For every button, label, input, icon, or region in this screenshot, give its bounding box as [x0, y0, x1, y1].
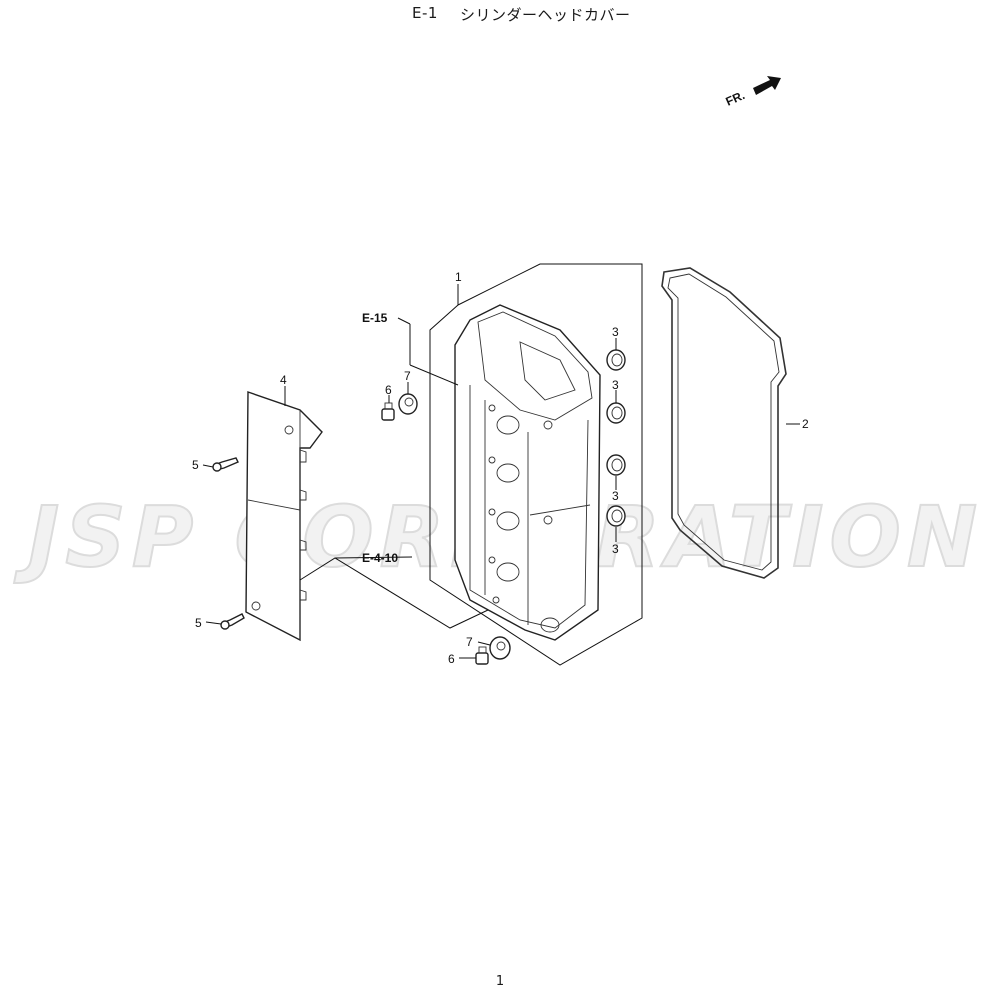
- section-code: E-1: [412, 4, 438, 22]
- cover-gasket: [661, 267, 787, 579]
- ref-e4-10[interactable]: E-4-10: [362, 551, 398, 565]
- section-title: シリンダーヘッドカバー: [460, 6, 631, 24]
- assembly-bracket: [429, 263, 643, 666]
- callout-7b: 7: [466, 635, 473, 649]
- cover-grommet-lower: [489, 636, 511, 660]
- callout-4: 4: [280, 373, 287, 387]
- page-number: 1: [495, 974, 505, 989]
- callout-7a: 7: [404, 369, 411, 383]
- callout-3c: 3: [612, 489, 619, 503]
- cover-bolt-lower: [475, 646, 489, 665]
- side-cover-plate: [245, 391, 323, 642]
- callout-6b: 6: [448, 652, 455, 666]
- callout-5a: 5: [192, 458, 199, 472]
- callout-3a: 3: [612, 325, 619, 339]
- ref-e15[interactable]: E-15: [362, 311, 388, 325]
- callout-3b: 3: [612, 378, 619, 392]
- side-cover-bolt-lower: [220, 613, 245, 630]
- front-direction-arrow-icon: FR.: [724, 76, 781, 109]
- callout-3d: 3: [612, 542, 619, 556]
- cover-grommet-upper: [398, 393, 418, 415]
- callout-5b: 5: [195, 616, 202, 630]
- plug-seal-rings: [606, 349, 626, 527]
- fr-label: FR.: [724, 88, 747, 109]
- callout-6a: 6: [385, 383, 392, 397]
- callout-2: 2: [802, 417, 809, 431]
- leader-lines: [202, 284, 800, 659]
- side-cover-bolt-upper: [212, 457, 239, 472]
- callout-1: 1: [455, 270, 462, 284]
- cover-bolt-upper: [381, 402, 395, 421]
- cylinder-head-cover: [454, 304, 601, 641]
